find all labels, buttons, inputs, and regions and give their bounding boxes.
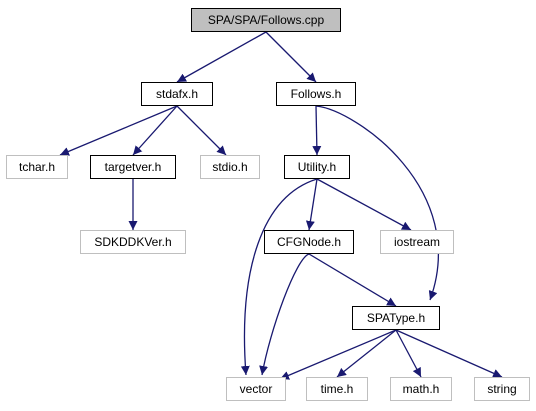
node-stdio-h: stdio.h: [200, 155, 260, 179]
edge-follows_h-to-utility_h: [312, 105, 322, 156]
edge-stdafx_h-to-stdio_h: [176, 105, 227, 156]
node-follows-cpp: SPA/SPA/Follows.cpp: [191, 8, 341, 32]
node-tchar-h: tchar.h: [6, 155, 68, 179]
edge-follows_cpp-to-stdafx_h: [176, 31, 267, 83]
node-targetver-h[interactable]: targetver.h: [90, 155, 176, 179]
node-spatype-h[interactable]: SPAType.h: [352, 306, 440, 330]
node-sdkddkver-h: SDKDDKVer.h: [80, 230, 186, 254]
edge-utility_h-to-vector: [240, 178, 318, 376]
edge-spatype_h-to-string: [395, 329, 503, 378]
edge-utility_h-to-iostream: [316, 178, 412, 231]
node-math-h: math.h: [390, 377, 452, 401]
edge-cfgnode_h-to-spatype_h: [308, 253, 397, 307]
edge-spatype_h-to-math_h: [395, 329, 422, 378]
node-utility-h[interactable]: Utility.h: [284, 155, 350, 179]
edge-stdafx_h-to-targetver_h: [132, 105, 178, 156]
edge-follows_h-to-spatype_h: [315, 105, 439, 301]
edge-utility_h-to-cfgnode_h: [305, 178, 318, 231]
node-string: string: [474, 377, 530, 401]
edge-cfgnode_h-to-vector: [259, 253, 310, 376]
edge-follows_cpp-to-follows_h: [265, 31, 317, 83]
node-cfgnode-h[interactable]: CFGNode.h: [264, 230, 354, 254]
edge-stdafx_h-to-tchar_h: [59, 105, 178, 156]
node-follows-h[interactable]: Follows.h: [276, 82, 356, 106]
node-time-h: time.h: [306, 377, 368, 401]
node-vector: vector: [226, 377, 286, 401]
node-iostream: iostream: [380, 230, 454, 254]
edge-spatype_h-to-time_h: [336, 329, 397, 378]
edge-spatype_h-to-vector: [279, 329, 397, 380]
node-stdafx-h[interactable]: stdafx.h: [141, 82, 213, 106]
